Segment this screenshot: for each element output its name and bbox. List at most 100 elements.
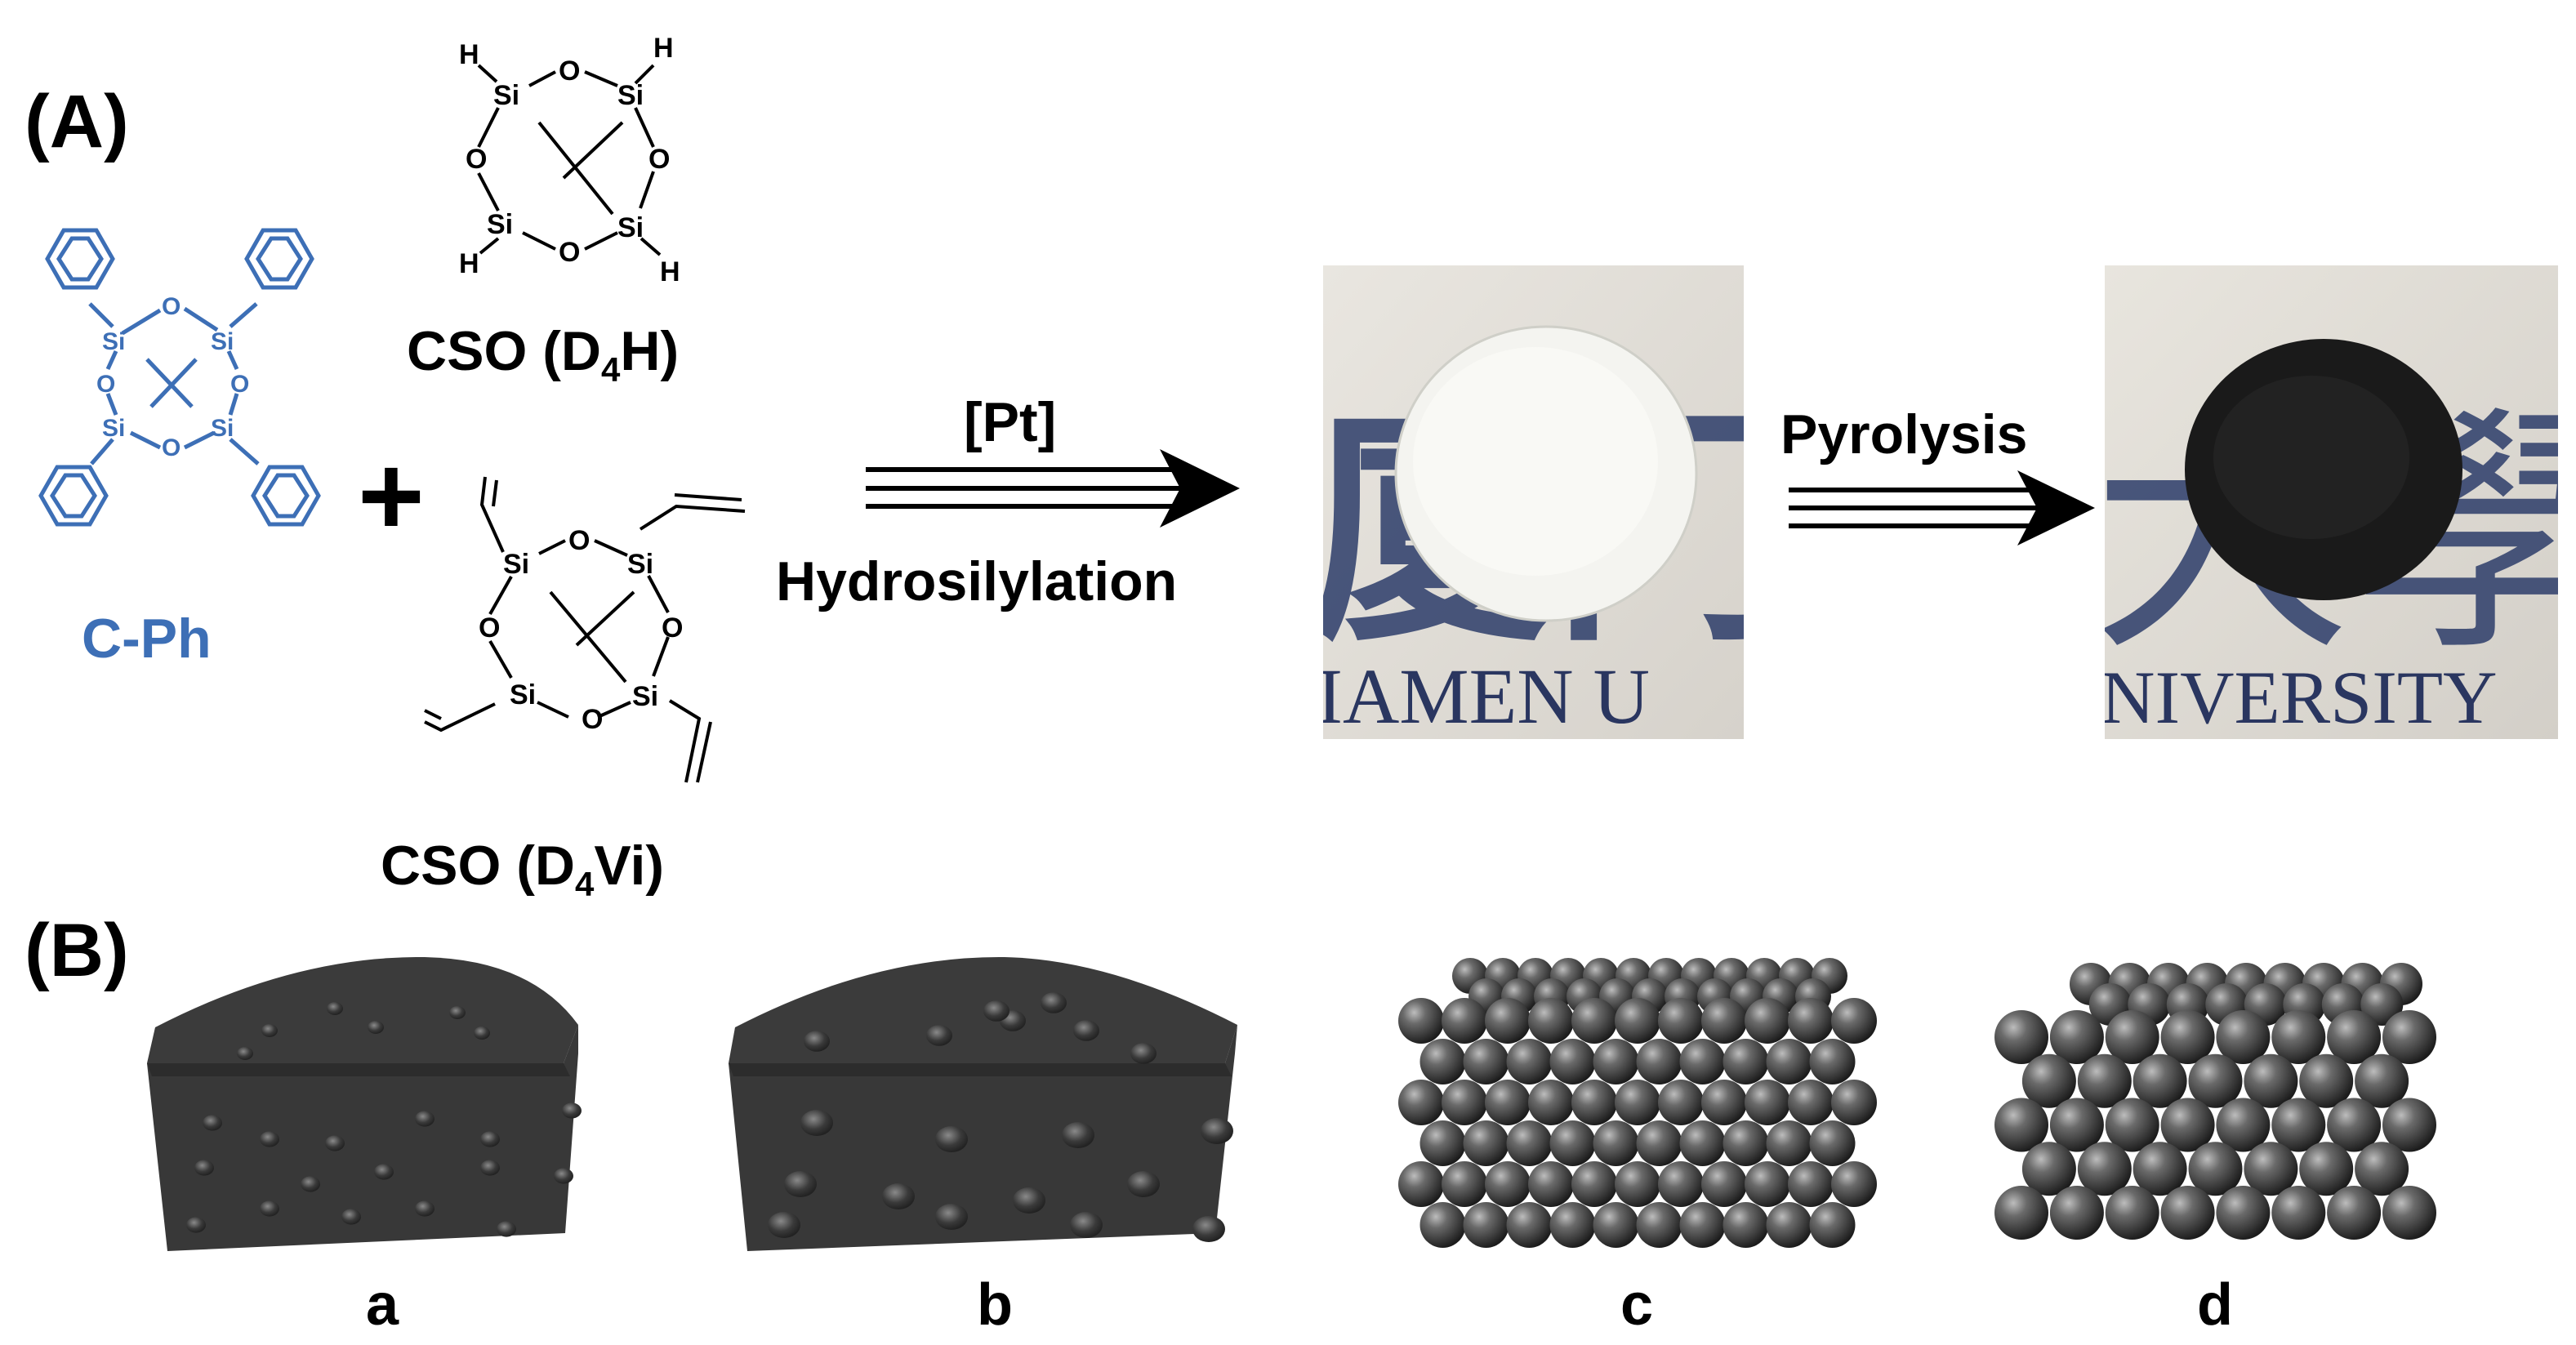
svg-text:H: H (459, 39, 479, 70)
particle-sphere (2049, 1186, 2104, 1240)
model-a-porous-block (147, 956, 582, 1251)
particle-sphere (2160, 1098, 2215, 1152)
svg-text:Si: Si (617, 80, 644, 111)
pore (368, 1021, 384, 1034)
pyrolysis-label: Pyrolysis (1780, 403, 2027, 465)
particle-sphere (2216, 1010, 2271, 1064)
pore (804, 1031, 830, 1052)
svg-text:Si: Si (211, 415, 234, 442)
pore (374, 1164, 394, 1180)
photo1-caption: IAMEN U (1317, 652, 1650, 740)
svg-text:Si: Si (503, 549, 529, 580)
particle-sphere (1398, 998, 1444, 1044)
pore (784, 1171, 817, 1197)
particle-sphere (1419, 1202, 1466, 1248)
svg-text:O: O (582, 704, 603, 735)
hydrosilylation-label: Hydrosilylation (776, 550, 1177, 612)
svg-text:O: O (479, 612, 500, 644)
svg-text:O: O (662, 612, 683, 644)
particle-sphere (1636, 1120, 1682, 1166)
particle-sphere (2133, 1053, 2187, 1108)
particle-sphere (1658, 1080, 1704, 1125)
particle-sphere (1549, 1202, 1596, 1248)
pore (325, 1135, 345, 1151)
c-ph-name: C-Ph (82, 608, 212, 670)
model-b-label: b (977, 1272, 1013, 1338)
pore (194, 1160, 214, 1176)
particle-sphere (1723, 1202, 1769, 1248)
particle-sphere (2382, 1098, 2436, 1152)
particle-sphere (1723, 1039, 1769, 1084)
svg-text:Si: Si (487, 209, 513, 240)
photo-pyrolyzed-disk: 大學 NIVERSITY (2105, 265, 2558, 739)
particle-sphere (2327, 1186, 2382, 1240)
pore (1070, 1212, 1103, 1238)
particle-sphere (1593, 1039, 1639, 1084)
particle-sphere (1658, 1161, 1704, 1207)
particle-sphere (1528, 1161, 1574, 1207)
particle-sphere (1442, 1161, 1487, 1207)
model-c-sphere-packing (1398, 958, 1877, 1248)
particle-sphere (1679, 1039, 1726, 1084)
c-ph-molecule (38, 228, 321, 527)
catalyst-label: [Pt] (964, 391, 1056, 453)
svg-text:Si: Si (617, 212, 644, 243)
particle-sphere (1615, 998, 1660, 1044)
svg-text:H: H (653, 33, 674, 64)
particle-sphere (1745, 1161, 1790, 1207)
particle-sphere (1766, 1120, 1812, 1166)
pore (327, 1002, 343, 1015)
particle-sphere (1636, 1039, 1682, 1084)
particle-sphere (1398, 1161, 1444, 1207)
particle-sphere (1788, 998, 1834, 1044)
particle-sphere (1506, 1202, 1553, 1248)
particle-sphere (2244, 1142, 2298, 1196)
particle-sphere (1831, 998, 1877, 1044)
particle-sphere (1766, 1202, 1812, 1248)
pore (1073, 1020, 1099, 1041)
svg-text:Si: Si (627, 549, 653, 580)
svg-text:Si: Si (102, 328, 125, 355)
svg-text:O: O (559, 56, 580, 87)
particle-sphere (2188, 1142, 2243, 1196)
particle-sphere (1766, 1039, 1812, 1084)
hydrosilylation-arrow (866, 467, 1192, 509)
hydrosilylation-arrowhead (1160, 449, 1240, 528)
particle-sphere (1701, 998, 1747, 1044)
particle-sphere (1442, 1080, 1487, 1125)
particle-sphere (1398, 1080, 1444, 1125)
particle-sphere (1571, 1080, 1617, 1125)
particle-sphere (2355, 1053, 2409, 1108)
particle-sphere (1593, 1120, 1639, 1166)
svg-text:Si: Si (632, 681, 658, 712)
particle-sphere (1809, 1202, 1856, 1248)
particle-sphere (2105, 1186, 2159, 1240)
pore (480, 1131, 500, 1147)
plus-sign: + (358, 431, 425, 559)
pore (203, 1115, 222, 1131)
svg-text:O: O (230, 371, 249, 398)
particle-sphere (1831, 1080, 1877, 1125)
photo-cured-disk: 厦门 IAMEN U (1317, 265, 1744, 740)
pore (415, 1111, 435, 1127)
particle-sphere (1809, 1120, 1856, 1166)
particle-sphere (1463, 1120, 1509, 1166)
pore (1013, 1187, 1045, 1214)
d4vi-molecule (424, 476, 746, 783)
particle-sphere (2382, 1186, 2436, 1240)
pore (497, 1221, 516, 1237)
particle-sphere (1571, 1161, 1617, 1207)
particle-sphere (1788, 1080, 1834, 1125)
particle-sphere (1593, 1202, 1639, 1248)
particle-sphere (1701, 1161, 1747, 1207)
particle-sphere (1994, 1098, 2048, 1152)
model-d-sphere-packing (1994, 963, 2436, 1240)
particle-sphere (1463, 1039, 1509, 1084)
particle-sphere (1485, 1080, 1531, 1125)
particle-sphere (2327, 1010, 2382, 1064)
pore (935, 1126, 968, 1152)
particle-sphere (1831, 1161, 1877, 1207)
particle-sphere (1745, 1080, 1790, 1125)
pore (562, 1102, 582, 1119)
